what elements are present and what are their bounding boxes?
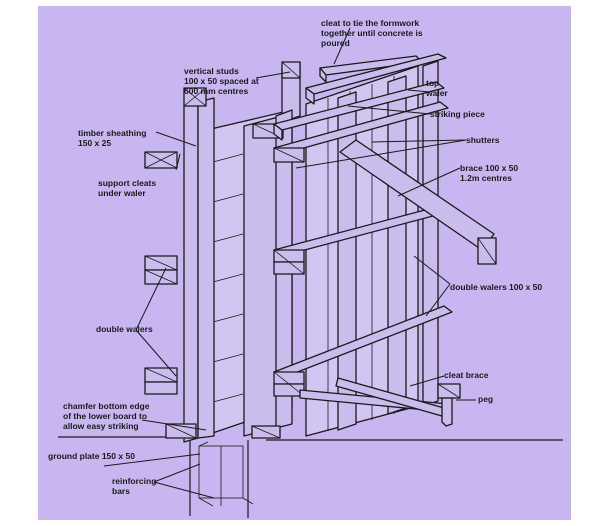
cleat-brace [299,377,461,427]
label-brace: brace 100 x 50 1.2m centres [460,163,519,183]
label-peg: peg [478,394,494,404]
rear-stud-top [281,61,301,123]
reinforcing-cage [198,441,254,507]
label-reinforcing-bars: reinforcing bars [112,476,157,496]
formwork-drawing [58,27,563,518]
front-walers [144,123,284,439]
rear-walers [251,53,453,439]
label-cleat-top: cleat to tie the formwork together until… [321,18,423,48]
diagonal-brace [339,139,497,265]
front-vertical-stud [183,87,215,443]
formwork-diagram: cleat to tie the formwork together until… [38,6,571,520]
label-support-cleats: support cleats under waler [98,178,157,198]
label-timber-sheathing: timber sheathing 150 x 25 [78,128,147,148]
label-double-walers-right: double walers 100 x 50 [450,282,543,292]
label-vertical-studs: vertical studs 100 x 50 spaced at 600 mm… [184,66,259,96]
label-top-waler: top waler [426,78,448,98]
label-chamfer: chamfer bottom edge of the lower board t… [63,401,150,431]
label-ground-plate: ground plate 150 x 50 [48,451,135,461]
label-striking-piece: striking piece [430,109,485,119]
label-shutters: shutters [466,135,500,145]
leader-lines [103,27,476,499]
label-double-walers-left: double walers [96,324,153,334]
label-cleat-brace: cleat brace [444,370,489,380]
